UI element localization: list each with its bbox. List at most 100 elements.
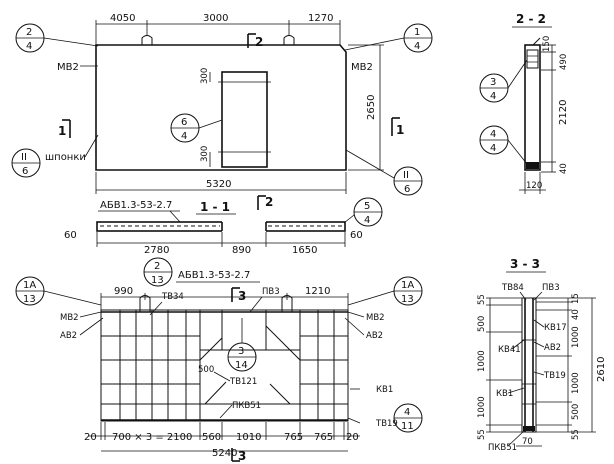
dim-500: 500 <box>198 365 214 375</box>
svg-text:1: 1 <box>58 124 66 138</box>
dim-60-left: 60 <box>64 230 77 241</box>
label-tb19: ТВ19 <box>375 419 398 429</box>
dim-5240: 5240 <box>212 448 237 459</box>
dim-bottom-total: 5320 <box>206 179 231 190</box>
horizontal-bars <box>101 335 348 405</box>
svg-text:3: 3 <box>238 346 244 357</box>
callout-1a-13-left: 1А 13 <box>15 276 102 306</box>
section-1-1: 1 - 1 АБВ1.3-53-2.7 2 5 4 2780 890 16 <box>64 195 383 256</box>
section-1-1-mark2: 2 <box>265 195 273 209</box>
dim-1000-right-b: 1000 <box>571 372 581 394</box>
svg-text:11: 11 <box>401 421 414 432</box>
svg-text:4: 4 <box>26 41 32 52</box>
dim-1210: 1210 <box>305 286 330 297</box>
callout-1a-13-right: 1А 13 <box>347 276 423 306</box>
label-kb17: КВ17 <box>544 323 567 333</box>
dim-500-left: 500 <box>477 316 487 332</box>
section-mark-1-right: 1 <box>391 117 404 137</box>
reinforcement-mark: АБВ1.3-53-2.7 <box>178 270 250 281</box>
svg-text:13: 13 <box>23 294 36 305</box>
svg-text:1: 1 <box>396 123 404 137</box>
dim-55-bottom: 55 <box>477 429 487 440</box>
svg-text:4: 4 <box>404 407 410 418</box>
label-pkb51: ПКВ51 <box>232 401 261 411</box>
section-2-2-bottom-element <box>526 162 539 169</box>
svg-text:14: 14 <box>235 360 248 371</box>
callout-1-4: 1 4 <box>344 23 433 53</box>
dim-top-1: 4050 <box>110 13 135 24</box>
label-pkb51-33: ПКВ51 <box>488 443 517 453</box>
dim-20-right: 20 <box>346 432 359 443</box>
dim-2610: 2610 <box>596 357 607 382</box>
label-mb2-right: МВ2 <box>351 62 373 73</box>
label-tb84: ТВ84 <box>501 283 524 293</box>
reinforcement-outline <box>100 309 349 422</box>
dim-20-left: 20 <box>84 432 97 443</box>
dim-890: 890 <box>232 245 251 256</box>
svg-text:4: 4 <box>364 215 370 226</box>
dim-120: 120 <box>526 181 542 191</box>
label-mb2-left-r: МВ2 <box>60 313 79 323</box>
label-pb3: ПВ3 <box>262 287 280 297</box>
dim-1000-right-a: 1000 <box>571 326 581 348</box>
dim-1650: 1650 <box>292 245 317 256</box>
svg-text:4: 4 <box>414 41 420 52</box>
dim-2100: 700 × 3 = 2100 <box>112 432 192 443</box>
callout-ii-6-left: II 6 <box>11 148 41 178</box>
callout-2-13: 2 13 <box>143 257 173 287</box>
label-kb1-33: КВ1 <box>496 389 513 399</box>
dim-55-top: 55 <box>477 294 487 305</box>
vertical-bars <box>119 310 335 421</box>
lifting-loop-right <box>283 35 295 45</box>
panel-elevation: 4050 3000 1270 5320 2650 300 300 МВ2 МВ2… <box>11 13 433 196</box>
svg-text:4: 4 <box>490 91 496 102</box>
svg-text:3: 3 <box>238 289 246 303</box>
section-3-3-body <box>521 297 537 433</box>
dim-40-r: 40 <box>571 309 581 320</box>
callout-3-4: 3 4 <box>479 59 528 103</box>
section-mark-2-top: 2 <box>247 33 263 49</box>
dim-1010: 1010 <box>236 432 261 443</box>
svg-text:3: 3 <box>238 449 246 463</box>
label-tb19-33: ТВ19 <box>543 371 566 381</box>
callout-2-4: 2 4 <box>15 23 99 53</box>
label-mb2-left: МВ2 <box>57 62 79 73</box>
callout-4-4: 4 4 <box>479 125 528 165</box>
callout-ii-6-right: II 6 <box>345 149 423 196</box>
svg-text:4: 4 <box>490 143 496 154</box>
dim-150: 150 <box>542 36 552 52</box>
svg-text:II: II <box>21 152 27 163</box>
callout-3-14: 3 14 <box>227 318 257 372</box>
label-pb3-33: ПВ3 <box>542 283 560 293</box>
dim-55-right: 55 <box>571 429 581 440</box>
svg-text:4: 4 <box>181 131 187 142</box>
dim-2780: 2780 <box>144 245 169 256</box>
svg-text:1А: 1А <box>23 280 36 291</box>
dim-1000-left-b: 1000 <box>477 396 487 418</box>
section-mark-1-left: 1 <box>58 119 71 138</box>
callout-4-11: 4 11 <box>393 403 423 433</box>
panel-outline <box>95 44 347 171</box>
svg-text:1А: 1А <box>401 280 414 291</box>
reinforcement-drawing: 990 1210 АБВ1.3-53-2.7 20 700 × 3 = 2100… <box>15 257 423 463</box>
label-tb121: ТВ121 <box>229 377 257 387</box>
svg-text:4: 4 <box>490 129 496 140</box>
svg-text:13: 13 <box>401 294 414 305</box>
svg-text:6: 6 <box>22 166 28 177</box>
door-opening <box>221 71 268 168</box>
dim-765-a: 765 <box>284 432 303 443</box>
section-2-2: 2 - 2 150 490 2120 40 120 3 4 <box>479 12 569 194</box>
callout-5-4: 5 4 <box>343 197 383 227</box>
dim-height: 2650 <box>366 95 377 120</box>
section-1-1-title: 1 - 1 <box>200 200 230 214</box>
svg-text:13: 13 <box>151 275 164 286</box>
dim-15: 15 <box>571 293 581 304</box>
section-mark-3-bottom: 3 <box>231 448 246 463</box>
dim-560: 560 <box>202 432 221 443</box>
label-mb2-right-r: МВ2 <box>366 313 385 323</box>
label-shponki: шпонки <box>45 152 86 163</box>
dim-2120: 2120 <box>558 100 569 125</box>
section-2-2-top-element <box>526 49 539 69</box>
section-mark-3-top: 3 <box>231 287 246 303</box>
svg-text:5: 5 <box>364 201 370 212</box>
